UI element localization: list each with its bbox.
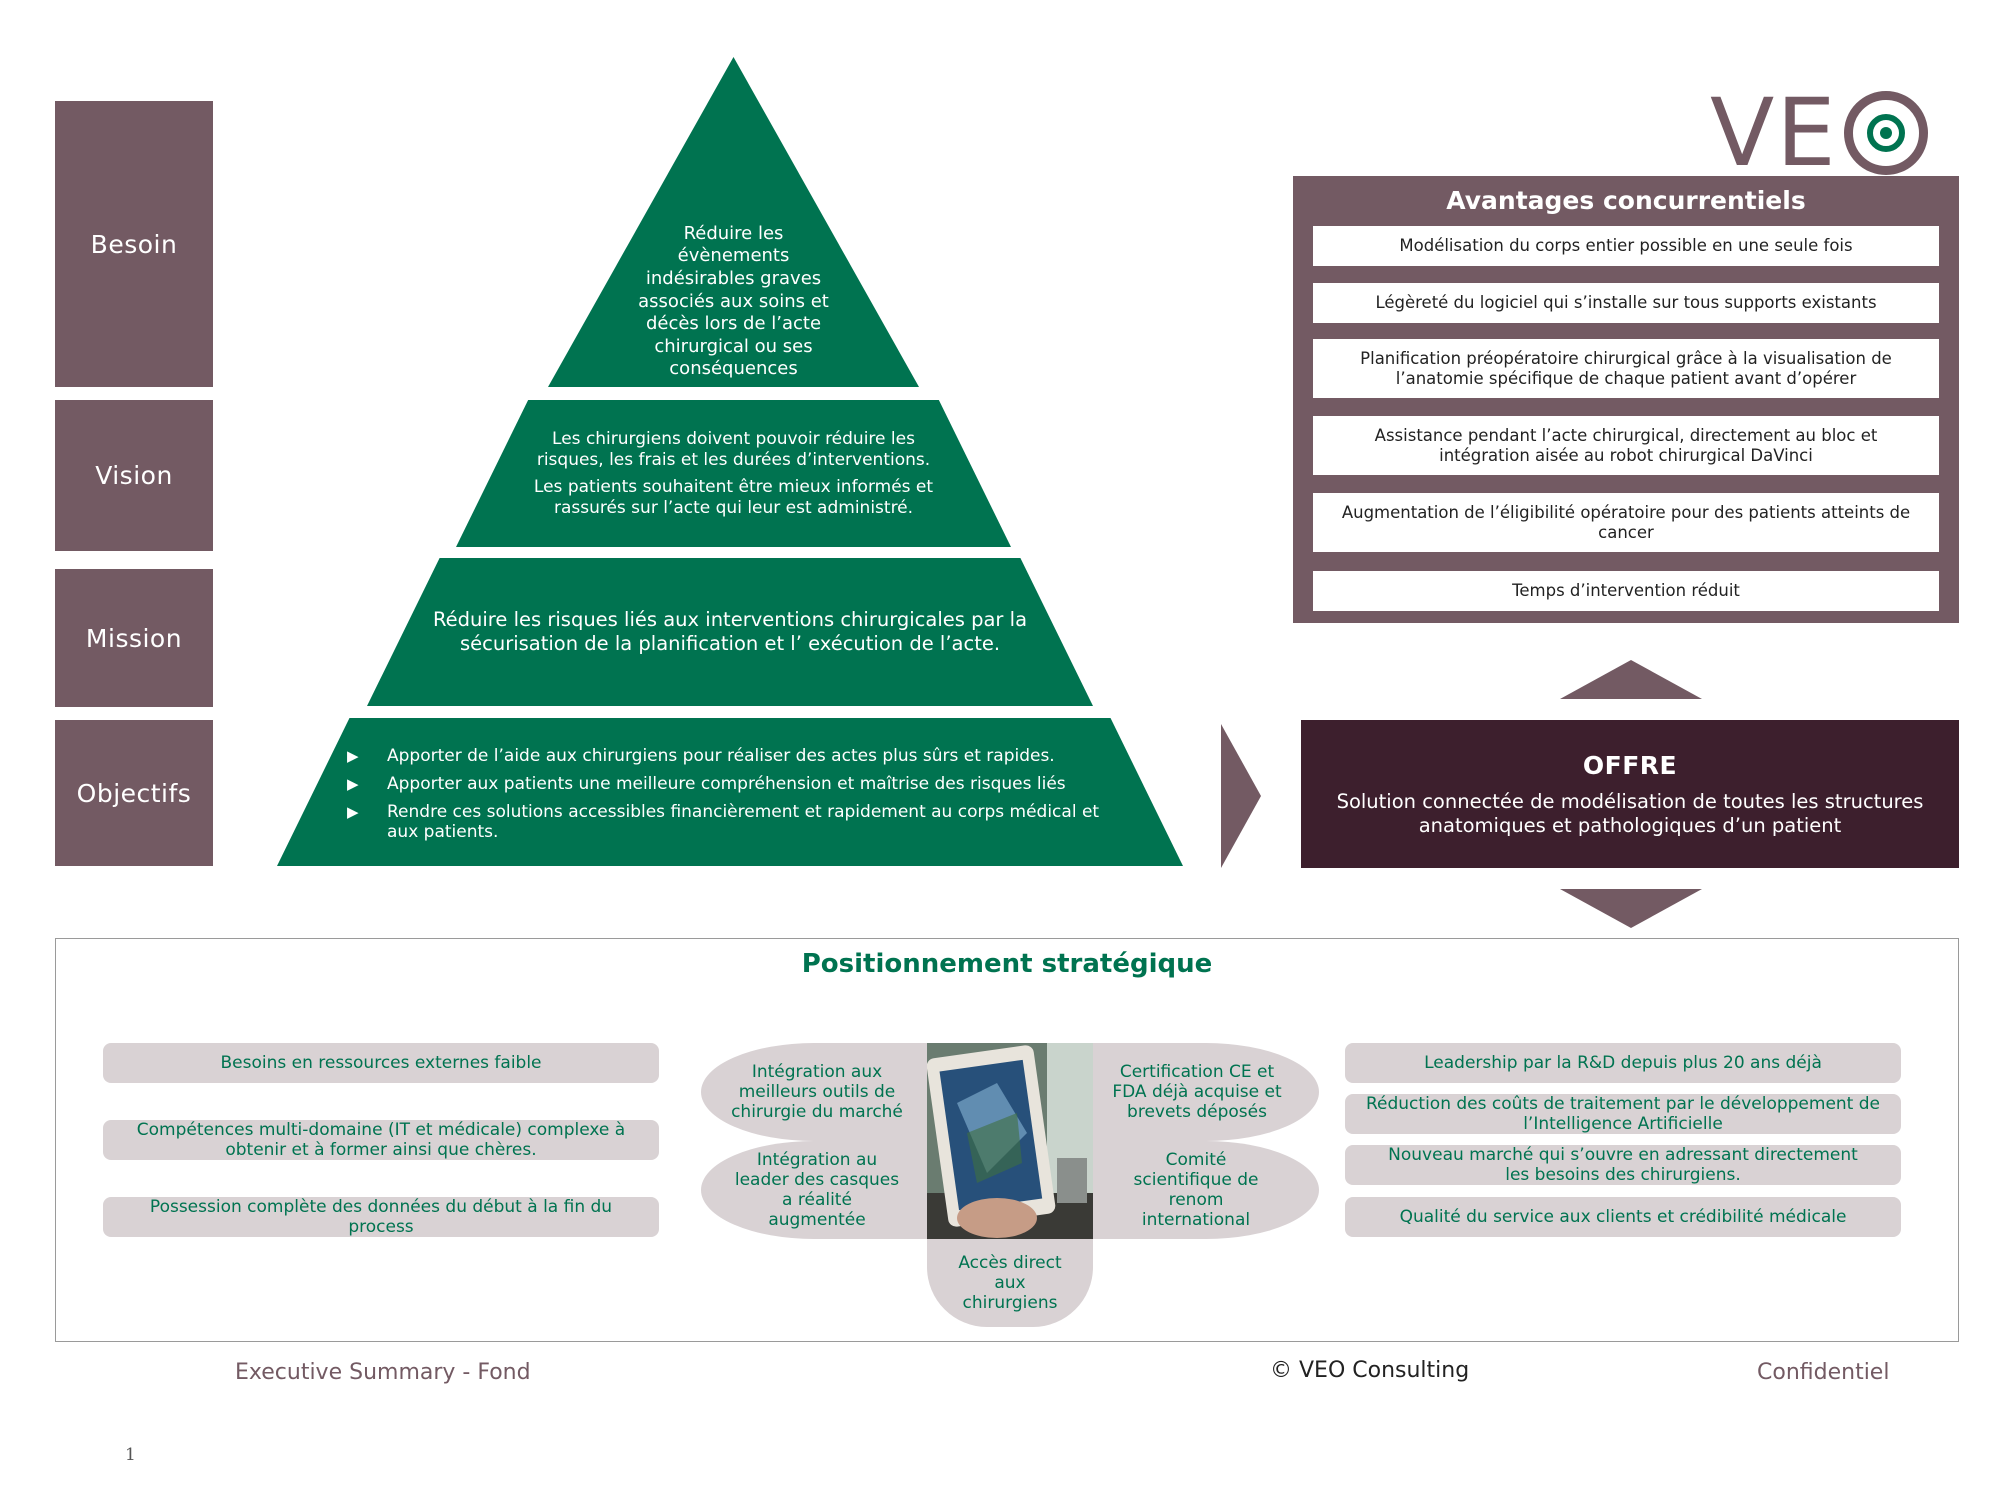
page-number: 1: [125, 1445, 136, 1465]
strength-item: Nouveau marché qui s’ouvre en adressant …: [1345, 1145, 1901, 1185]
label-mission: Mission: [55, 569, 213, 707]
label-besoin-text: Besoin: [90, 229, 178, 259]
weakness-item: Possession complète des données du début…: [103, 1197, 659, 1237]
offre-box: OFFRE Solution connectée de modélisation…: [1301, 720, 1959, 868]
down-arrow-icon: [1560, 889, 1702, 928]
pyramid-tier-vision: Les chirurgiens doivent pouvoir réduire …: [456, 400, 1011, 547]
label-objectifs: Objectifs: [55, 720, 213, 866]
veo-logo: VE: [1710, 79, 1928, 188]
avantage-item: Planification préopératoire chirurgical …: [1313, 339, 1939, 398]
offre-title: OFFRE: [1582, 750, 1678, 780]
avantages-title: Avantages concurrentiels: [1446, 186, 1806, 215]
avantage-item: Temps d’intervention réduit: [1313, 571, 1939, 611]
footer-right: Confidentiel: [1757, 1360, 1890, 1385]
pyramid-tier-objectifs: Apporter de l’aide aux chirurgiens pour …: [277, 718, 1183, 866]
label-vision-text: Vision: [95, 461, 173, 490]
avantages-box: Avantages concurrentiels Modélisation du…: [1293, 176, 1959, 623]
avantage-item: Modélisation du corps entier possible en…: [1313, 226, 1939, 266]
avantage-item: Assistance pendant l’acte chirurgical, d…: [1313, 416, 1939, 475]
strength-item: Leadership par la R&D depuis plus 20 ans…: [1345, 1043, 1901, 1083]
objectif-item: Apporter de l’aide aux chirurgiens pour …: [347, 746, 1123, 766]
footer-center: © VEO Consulting: [1270, 1358, 1470, 1383]
tablet-surgery-photo: [927, 1043, 1093, 1239]
pyramid-besoin-text: Réduire les évènements indésirables grav…: [638, 222, 829, 380]
logo-text: VE: [1710, 78, 1838, 188]
strength-item: Qualité du service aux clients et crédib…: [1345, 1197, 1901, 1237]
pyramid-tier-mission: Réduire les risques liés aux interventio…: [367, 558, 1093, 706]
label-besoin: Besoin: [55, 101, 213, 387]
center-item-top-left: Intégration aux meilleurs outils de chir…: [701, 1043, 927, 1141]
positionnement-title: Positionnement stratégique: [801, 949, 1213, 979]
positionnement-box: Positionnement stratégique Besoins en re…: [55, 938, 1959, 1342]
label-mission-text: Mission: [85, 623, 183, 653]
pyramid-vision-text-1: Les chirurgiens doivent pouvoir réduire …: [536, 428, 931, 470]
tablet-photo-illustration: [927, 1043, 1093, 1239]
center-item-top-right: Certification CE et FDA déjà acquise et …: [1093, 1043, 1319, 1141]
offre-description: Solution connectée de modélisation de to…: [1336, 789, 1924, 837]
logo-target-icon: [1843, 91, 1928, 175]
label-objectifs-text: Objectifs: [76, 778, 192, 808]
right-arrow-icon: [1221, 724, 1261, 868]
pyramid-mission-text: Réduire les risques liés aux interventio…: [432, 608, 1028, 655]
avantage-item: Augmentation de l’éligibilité opératoire…: [1313, 493, 1939, 552]
objectif-item: Apporter aux patients une meilleure comp…: [347, 774, 1123, 794]
acces-text: Accès direct aux chirurgiens: [958, 1253, 1062, 1313]
footer-left: Executive Summary - Fond: [235, 1360, 531, 1385]
pyramid-tier-besoin: Réduire les évènements indésirables grav…: [548, 57, 919, 387]
weakness-item: Compétences multi-domaine (IT et médical…: [103, 1120, 659, 1160]
strength-item: Réduction des coûts de traitement par le…: [1345, 1094, 1901, 1134]
weakness-item: Besoins en ressources externes faible: [103, 1043, 659, 1083]
center-item-bottom-left: Intégration au leader des casques a réal…: [701, 1141, 927, 1239]
pyramid-vision-text-2: Les patients souhaitent être mieux infor…: [533, 476, 934, 518]
label-vision: Vision: [55, 400, 213, 551]
objectifs-list: Apporter de l’aide aux chirurgiens pour …: [347, 746, 1123, 850]
avantage-item: Légèreté du logiciel qui s’installe sur …: [1313, 283, 1939, 323]
center-item-bottom: Accès direct aux chirurgiens: [927, 1239, 1093, 1327]
center-item-bottom-right: Comité scientifique de renom internation…: [1093, 1141, 1319, 1239]
objectif-item: Rendre ces solutions accessibles financi…: [347, 802, 1123, 842]
up-arrow-icon: [1560, 660, 1702, 699]
